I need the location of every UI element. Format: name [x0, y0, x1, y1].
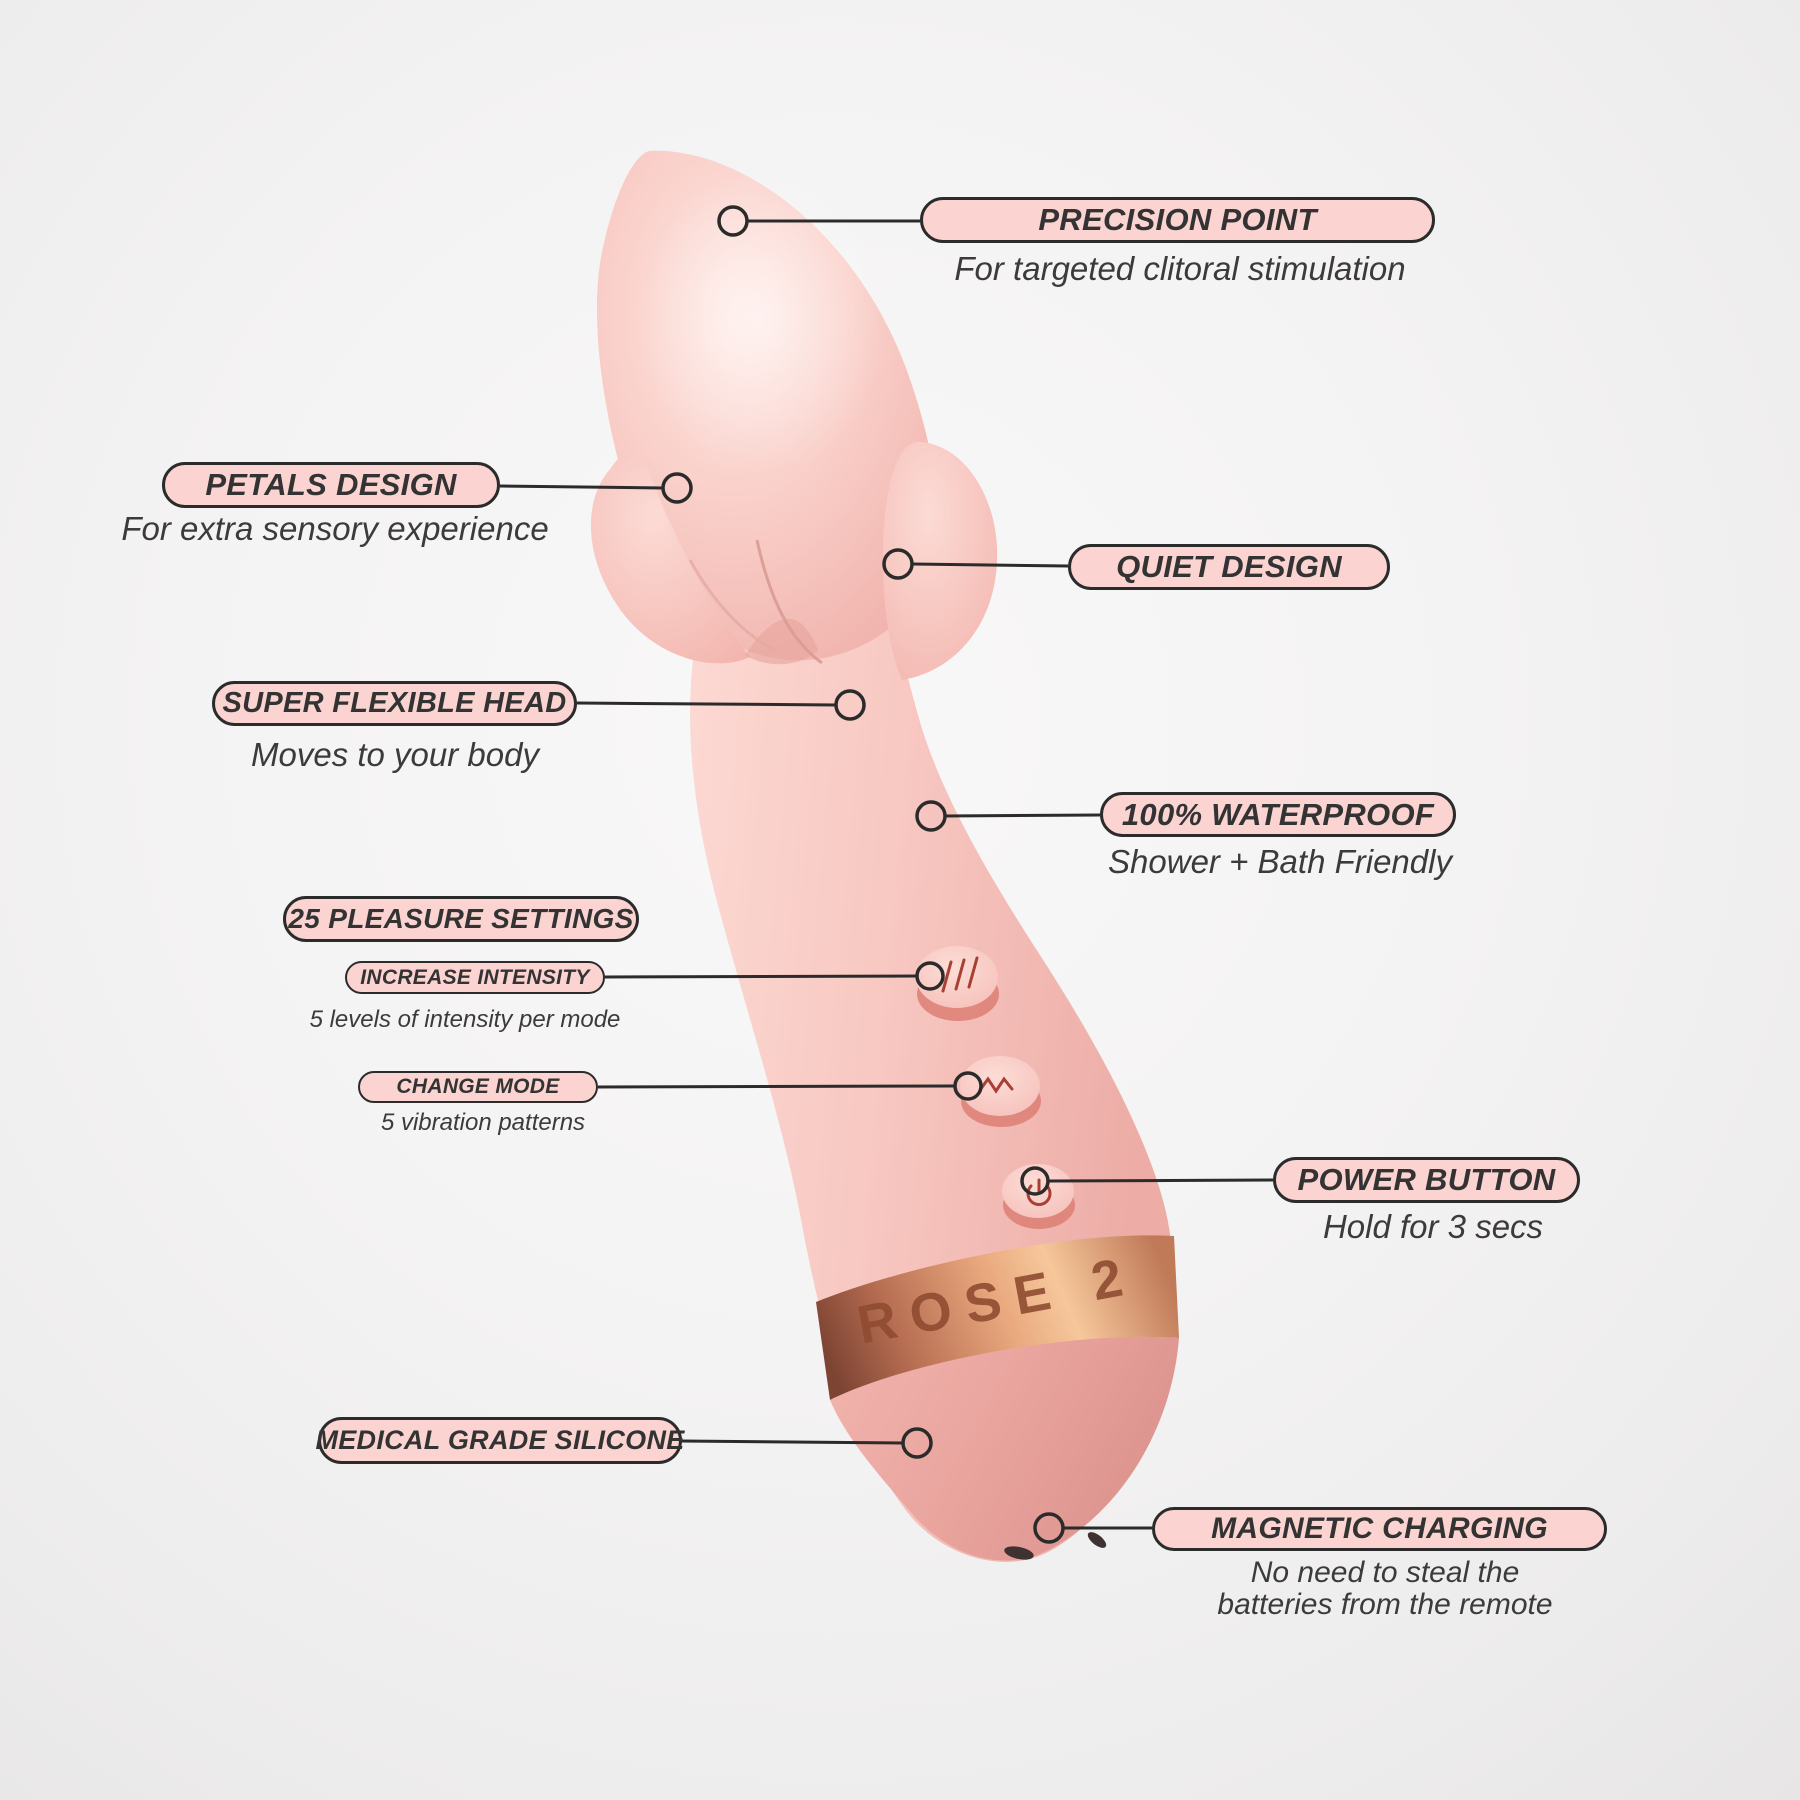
device-bottom-cap [830, 1336, 1179, 1561]
desc-precision-point: For targeted clitoral stimulation [954, 250, 1406, 287]
callout-line-power-button [1048, 1178, 1274, 1183]
callout-marker-quiet-design [882, 548, 914, 580]
pill-quiet-design: QUIET DESIGN [1068, 544, 1390, 590]
pill-power-button: POWER BUTTON [1273, 1157, 1580, 1203]
increase-intensity-device-button [916, 946, 999, 1021]
intensity-lines-icon [941, 956, 979, 993]
callout-line-quiet-design [911, 562, 1069, 568]
charging-contact-dot [1004, 1546, 1034, 1560]
callout-line-petals-design [499, 484, 664, 490]
wave-icon [978, 1076, 1014, 1094]
pill-magnetic-charging: MAGNETIC CHARGING [1152, 1507, 1607, 1551]
head-highlight [637, 165, 887, 475]
desc-petals-design: For extra sensory experience [121, 510, 549, 547]
desc-super-flexible-head: Moves to your body [251, 736, 539, 773]
rose-gold-band [816, 1235, 1179, 1400]
callout-line-super-flexible-head [576, 701, 837, 707]
callout-line-change-mode [597, 1084, 956, 1089]
pill-waterproof: 100% WATERPROOF [1100, 792, 1456, 837]
callout-marker-increase-intensity [915, 961, 945, 991]
callout-line-increase-intensity [604, 974, 918, 979]
head-crease-line [688, 559, 776, 652]
callout-marker-waterproof [915, 800, 947, 832]
callout-line-medical-grade-silicone [681, 1439, 904, 1445]
callout-marker-change-mode [953, 1071, 983, 1101]
left-petal [590, 454, 750, 664]
pill-precision-point: PRECISION POINT [920, 197, 1435, 243]
pill-petals-design: PETALS DESIGN [162, 462, 500, 508]
callout-marker-petals-design [661, 472, 693, 504]
desc-waterproof: Shower + Bath Friendly [1108, 843, 1452, 880]
desc-power-button: Hold for 3 secs [1322, 1208, 1544, 1245]
desc-magnetic-charging-line2: batteries from the remote [1217, 1588, 1553, 1621]
callout-marker-power-button [1020, 1166, 1050, 1196]
desc-change-mode: 5 vibration patterns [380, 1109, 586, 1136]
pill-change-mode: CHANGE MODE [358, 1071, 598, 1103]
desc-increase-intensity: 5 levels of intensity per mode [309, 1006, 621, 1033]
desc-magnetic-charging-line1: No need to steal the [1250, 1556, 1520, 1589]
callout-marker-precision-point [717, 205, 749, 237]
callout-marker-magnetic-charging [1033, 1512, 1065, 1544]
pill-increase-intensity: INCREASE INTENSITY [345, 961, 605, 994]
petal-crease-line [755, 539, 823, 665]
callout-marker-medical-grade-silicone [901, 1427, 933, 1459]
pill-super-flexible-head: SUPER FLEXIBLE HEAD [212, 681, 577, 726]
pill-medical-grade-silicone: MEDICAL GRADE SILICONE [315, 1417, 684, 1464]
power-device-button [1002, 1164, 1075, 1229]
pill-pleasure-settings: 25 PLEASURE SETTINGS [283, 896, 639, 942]
callout-marker-super-flexible-head [834, 689, 866, 721]
petal-crease-shadow [745, 618, 818, 665]
callout-line-waterproof [944, 813, 1101, 818]
right-petal [882, 441, 998, 680]
charging-contact-dot [1087, 1532, 1107, 1548]
